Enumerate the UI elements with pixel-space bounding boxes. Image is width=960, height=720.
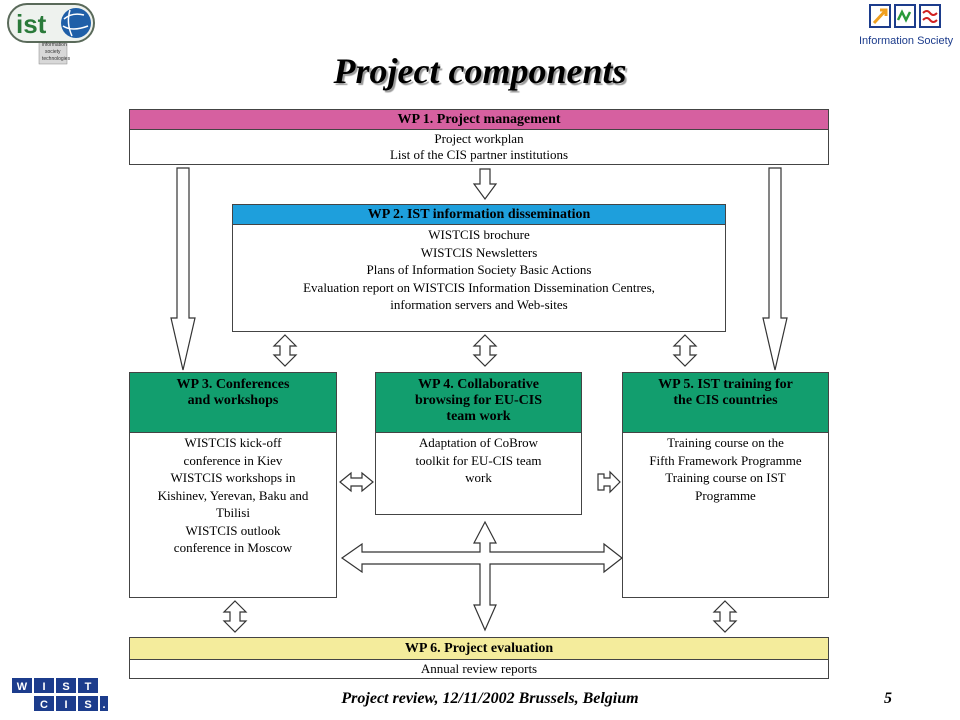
wp2-item: Plans of Information Society Basic Actio… [366,262,592,277]
wp1-box: WP 1. Project management Project workpla… [129,109,829,165]
svg-text:information: information [42,42,67,48]
wp6-item: Annual review reports [420,661,538,676]
wp2-box: WP 2. IST information dissemination WIST… [232,204,726,332]
wp5-box: WP 5. IST training for the CIS countries… [622,372,829,598]
svg-text:society: society [45,49,61,55]
arrow-wp3-wp4 [339,471,374,493]
wp2-item: WISTCIS brochure [428,227,530,242]
footer-text: Project review, 12/11/2002 Brussels, Bel… [341,690,639,707]
arrow-wp4-wp5 [597,470,621,494]
wp6-header: WP 6. Project evaluation [130,638,828,660]
arrow-wp3-wp6 [222,600,248,633]
arrow-wp2-wp5 [672,334,698,367]
svg-text:I: I [42,681,45,693]
wp1-item: Project workplan [434,131,524,146]
ist-logo-text: ist [16,9,47,39]
arrow-wp2-wp4 [472,334,498,367]
ist-logo: ist information society technologies [7,3,95,65]
wp4-box: WP 4. Collaborative browsing for EU-CIS … [375,372,582,515]
page-title: Project components [333,51,627,91]
arrow-cross [340,520,623,632]
page-number: 5 [884,690,892,707]
wp2-item: WISTCIS Newsletters [420,244,538,260]
arrow-wp2-wp3 [272,334,298,367]
svg-text:S: S [84,699,91,711]
wistcis-logo: W I S T C I S . [12,678,108,711]
wp3-body: WISTCIS kick-off conference in Kiev WIST… [157,435,309,555]
information-society-logo: Information Society [859,4,954,47]
svg-text:W: W [17,681,28,693]
wp6-box: WP 6. Project evaluation Annual review r… [129,637,829,679]
arrow-wp1-to-wp2 [472,168,498,201]
wp2-item: information servers and Web-sites [390,297,568,312]
svg-text:S: S [62,681,69,693]
wp1-item-list: Project workplan List of the CIS partner… [130,130,828,163]
wp3-header: WP 3. Conferences and workshops [130,373,336,433]
wp5-body: Training course on the Fifth Framework P… [649,435,802,503]
wp2-item-list: WISTCIS brochure WISTCIS Newsletters Pla… [233,225,725,314]
svg-text:.: . [102,699,105,711]
wp2-header: WP 2. IST information dissemination [233,205,725,225]
svg-text:technologies: technologies [42,56,71,62]
wp4-body: Adaptation of CoBrow toolkit for EU-CIS … [415,435,542,485]
arrow-wp5-wp6 [712,600,738,633]
svg-text:T: T [85,681,92,693]
arrow-wp1-to-wp3 [170,167,196,371]
wp4-header: WP 4. Collaborative browsing for EU-CIS … [376,373,581,433]
information-society-text: Information Society [859,35,954,47]
svg-text:I: I [64,699,67,711]
wp1-item: List of the CIS partner institutions [389,147,568,162]
svg-text:C: C [40,699,48,711]
wp1-header: WP 1. Project management [130,110,828,130]
wp2-item: Evaluation report on WISTCIS Information… [303,279,655,295]
wp3-box: WP 3. Conferences and workshops WISTCIS … [129,372,337,598]
arrow-wp1-to-wp5 [762,167,788,371]
wp5-header: WP 5. IST training for the CIS countries [623,373,828,433]
